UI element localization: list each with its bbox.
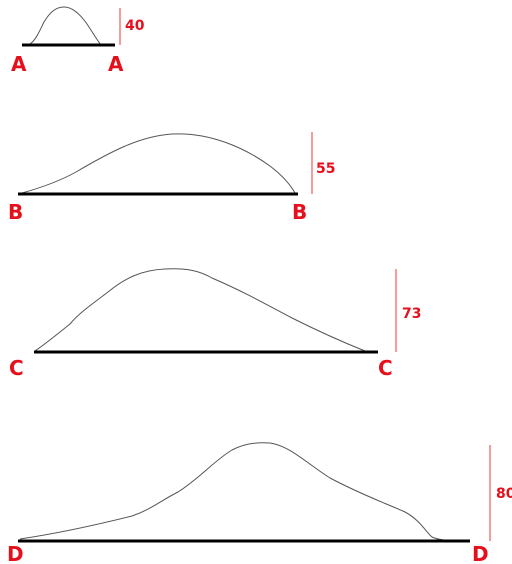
profile-d-start-label: D [7,542,24,564]
profile-a-height-label: 40 [125,18,145,34]
profile-d: 80 D D [7,442,512,564]
profile-a-start-label: A [11,52,27,76]
profile-b-end-label: B [292,200,307,224]
profile-b-start-label: B [8,200,23,224]
profile-d-curve [19,442,469,542]
profile-d-height-label: 80 [496,486,512,502]
profile-a-curve [29,6,102,46]
profile-b-height-label: 55 [316,161,335,177]
profile-b-curve [21,133,296,194]
profile-c: 73 C C [9,268,421,380]
profile-a: 40 A A [11,6,145,76]
profile-b: 55 B B [8,132,335,224]
profile-c-height-label: 73 [402,306,421,322]
profile-c-curve [34,268,366,352]
profile-a-end-label: A [108,52,124,76]
profile-d-end-label: D [472,542,489,564]
profile-c-start-label: C [9,356,24,380]
profile-c-end-label: C [378,356,393,380]
